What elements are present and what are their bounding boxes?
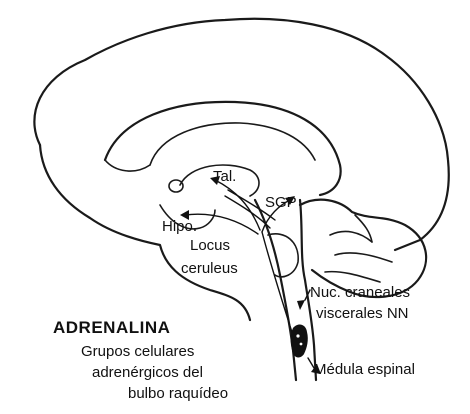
label-bulbo: bulbo raquídeo <box>128 385 228 402</box>
cerebellum-folia-2 <box>334 252 393 263</box>
label-hipo: Hipo. <box>162 218 197 235</box>
pathway-descending <box>261 231 297 346</box>
temporal-outline <box>38 143 252 322</box>
arrow-sgp <box>285 196 295 205</box>
pathway-to-sgp <box>261 199 291 233</box>
arrow-hipo <box>180 210 189 220</box>
cerebellum-folia-3 <box>324 270 381 283</box>
label-title: ADRENALINA <box>53 318 170 337</box>
brainstem-outline <box>253 198 298 382</box>
adrenergic-cell-group <box>290 324 308 358</box>
cortex-outline <box>33 17 450 252</box>
label-locus: Locus <box>190 237 230 254</box>
leader-nuc <box>304 289 311 301</box>
pathway-to-hipo <box>184 213 259 235</box>
cerebellum-folia-1 <box>329 230 373 243</box>
label-ceruleus: ceruleus <box>181 260 238 277</box>
label-grupos: Grupos celulares <box>81 343 194 360</box>
cell-dot-2 <box>299 342 303 346</box>
label-viscerales: viscerales NN <box>316 305 409 322</box>
label-adrenergicos: adrenérgicos del <box>92 364 203 381</box>
arrow-tal <box>210 176 220 185</box>
label-sgp: SGP <box>265 194 297 211</box>
arrow-medula <box>311 364 320 374</box>
brainstem-outline-2 <box>298 198 318 382</box>
anterior-commissure <box>168 179 184 193</box>
label-medula: Médula espinal <box>314 361 415 378</box>
pathway-to-tal <box>214 179 261 231</box>
fornix-arc <box>149 122 316 166</box>
callosum-inner <box>104 159 151 172</box>
corpus-callosum <box>103 100 342 197</box>
leader-medula <box>307 357 315 369</box>
arrow-nuc <box>297 300 305 310</box>
cell-dot-1 <box>296 334 300 338</box>
label-nuc-craneales: Nuc. craneales <box>310 284 410 301</box>
thalamus-outline <box>179 164 260 197</box>
pons-outline <box>267 233 299 278</box>
cerebellum-outline <box>298 198 428 298</box>
label-tal: Tal. <box>213 168 236 185</box>
pathway-parallel-1 <box>227 189 276 221</box>
pathway-parallel-2 <box>224 195 271 229</box>
cerebellum-folia-4 <box>354 214 373 243</box>
hypothalamus-outline <box>159 204 216 230</box>
